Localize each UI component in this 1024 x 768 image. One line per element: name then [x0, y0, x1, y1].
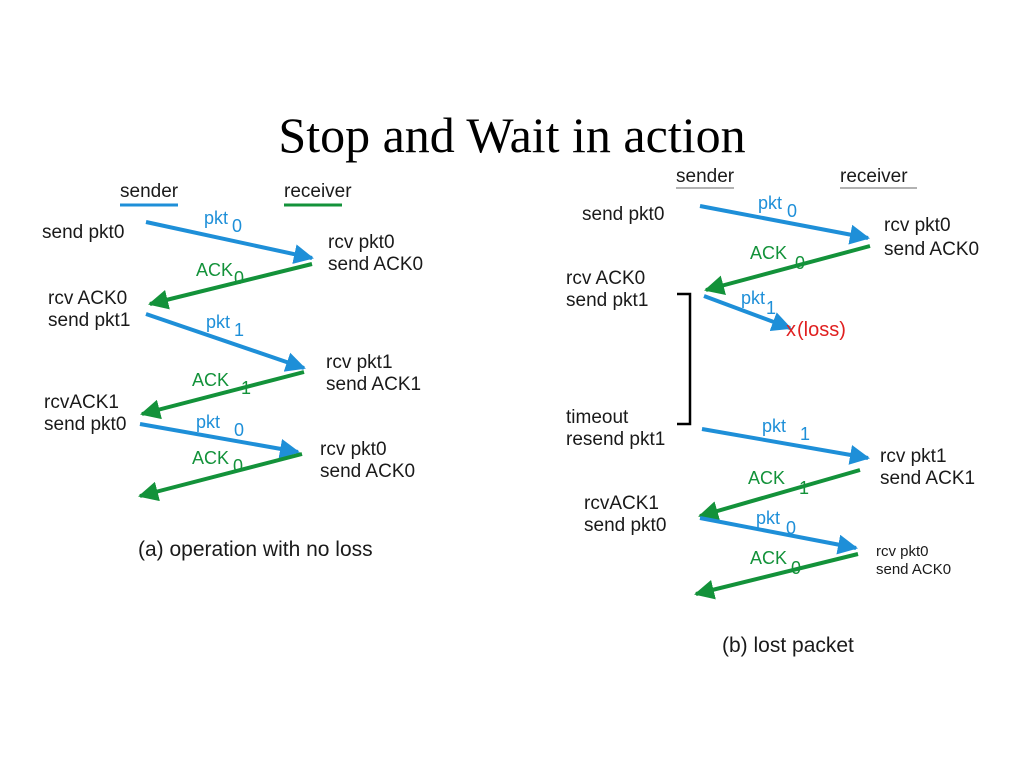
pkt-arrow — [699, 516, 858, 555]
sender-event: rcvACK1 — [584, 493, 659, 514]
slide-title: Stop and Wait in action — [278, 107, 745, 163]
lost-pkt-arrow — [703, 294, 792, 332]
receiver-event: rcv pkt1 — [326, 352, 393, 373]
sender-event: send pkt1 — [48, 310, 130, 331]
pkt-arrow — [139, 422, 300, 459]
receiver-event: rcv pkt0 — [876, 543, 929, 560]
panel-a-caption: (a) operation with no loss — [138, 538, 373, 561]
pkt-label: pkt1 — [741, 288, 776, 318]
panel-b: sender receiver send pkt0 rcv ACK0 send … — [566, 166, 979, 657]
pkt-arrow — [145, 220, 314, 264]
sender-event: send pkt0 — [582, 204, 664, 225]
timeout-bracket — [677, 292, 692, 426]
sender-header: sender — [676, 166, 735, 187]
sender-event: send pkt1 — [566, 290, 648, 311]
ack-arrow — [140, 370, 305, 420]
ack-arrow — [138, 452, 303, 502]
sender-event: rcv ACK0 — [48, 288, 127, 309]
pkt-arrow — [699, 204, 870, 245]
sender-event: resend pkt1 — [566, 429, 665, 450]
receiver-event: rcv pkt0 — [328, 232, 395, 253]
receiver-header: receiver — [284, 181, 352, 202]
sender-event: rcvACK1 — [44, 392, 119, 413]
receiver-event: send ACK0 — [320, 461, 415, 482]
sender-event: send pkt0 — [584, 515, 666, 536]
ack-arrow — [704, 244, 871, 295]
receiver-event: send ACK0 — [876, 561, 951, 578]
receiver-event: rcv pkt0 — [884, 215, 951, 236]
pkt-arrow — [701, 427, 870, 465]
sender-event: rcv ACK0 — [566, 268, 645, 289]
sender-event: send pkt0 — [42, 222, 124, 243]
receiver-event: send ACK1 — [880, 468, 975, 489]
receiver-event: send ACK0 — [328, 254, 423, 275]
ack-arrow — [694, 552, 859, 600]
panel-a: sender receiver send pkt0 rcv ACK0 send … — [42, 181, 423, 561]
sender-header: sender — [120, 181, 179, 202]
receiver-event: rcv pkt0 — [320, 439, 387, 460]
sender-event: send pkt0 — [44, 414, 126, 435]
panel-b-caption: (b) lost packet — [722, 634, 854, 657]
receiver-header: receiver — [840, 166, 908, 187]
pkt-arrow — [145, 312, 306, 372]
ack-arrow — [148, 262, 313, 310]
receiver-event: send ACK1 — [326, 374, 421, 395]
receiver-event: rcv pkt1 — [880, 446, 947, 467]
ack-label: ACK0 — [196, 260, 244, 288]
sender-event: timeout — [566, 407, 629, 428]
receiver-event: send ACK0 — [884, 239, 979, 260]
ack-arrow — [698, 468, 861, 521]
loss-marker: x(loss) — [786, 319, 846, 341]
